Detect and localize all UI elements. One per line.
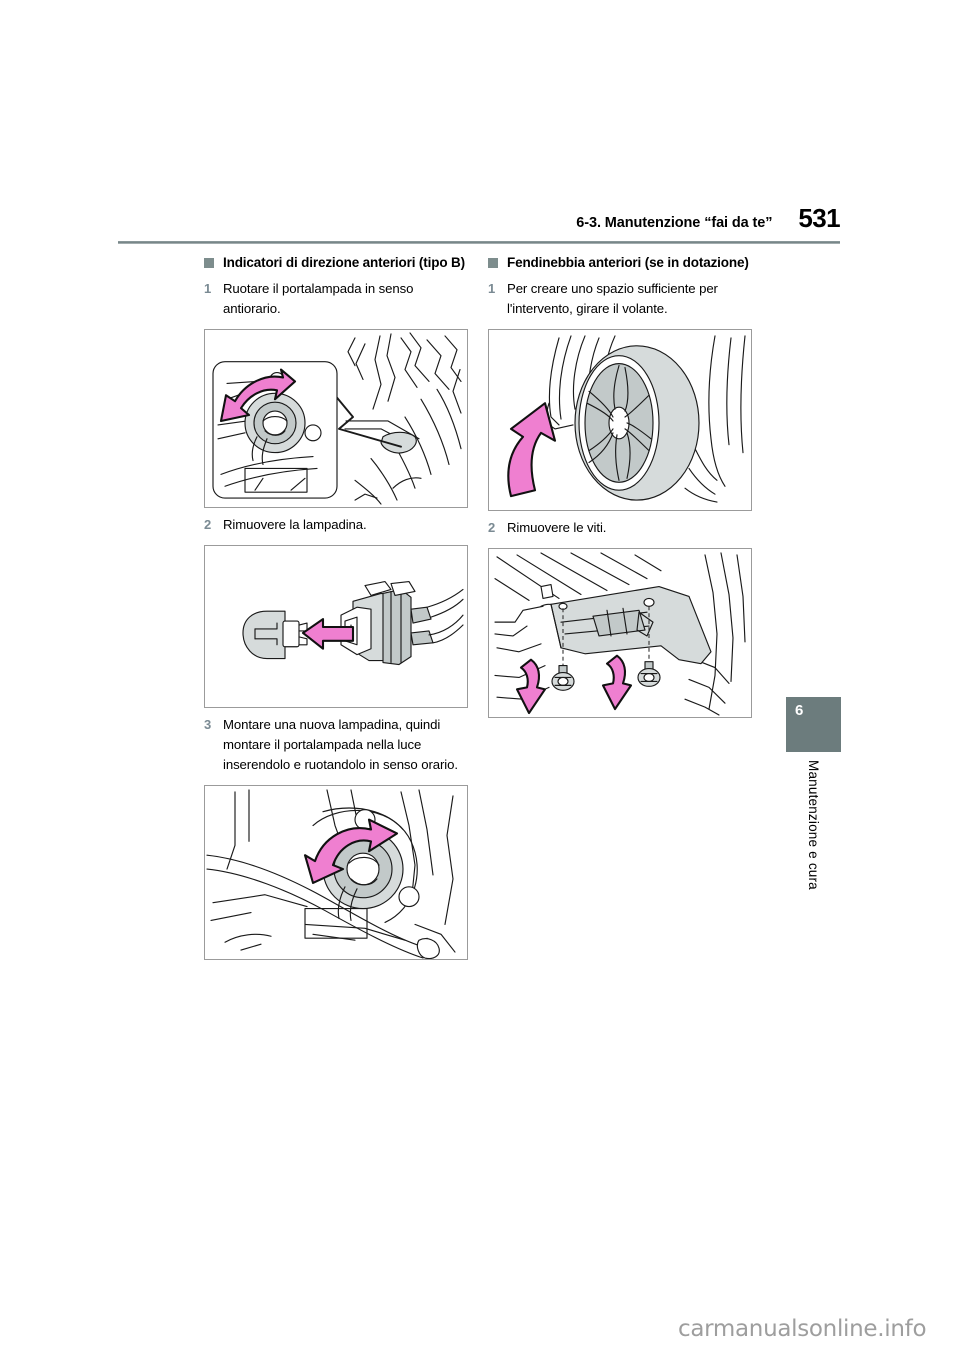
- figure-bulb-socket-rotate: [204, 329, 468, 508]
- right-step-2-number: 2: [488, 520, 496, 535]
- right-step-2: 2 Rimuovere le viti.: [488, 518, 752, 538]
- left-section-heading: Indicatori di direzione anteriori (tipo …: [204, 253, 468, 272]
- left-step-2: 2 Rimuovere la lampadina.: [204, 515, 468, 535]
- left-step-2-text: Rimuovere la lampadina.: [223, 517, 367, 532]
- right-step-2-text: Rimuovere le viti.: [507, 520, 607, 535]
- page-number: 531: [798, 203, 840, 233]
- right-section-heading-text: Fendinebbia anteriori (se in dotazione): [507, 255, 749, 270]
- page-header: 6-3. Manutenzione “fai da te” 531: [118, 205, 840, 241]
- left-column: Indicatori di direzione anteriori (tipo …: [204, 253, 468, 960]
- right-step-1: 1 Per creare uno spazio sufficiente per …: [488, 279, 752, 319]
- left-step-1: 1 Ruotare il portalampada in senso antio…: [204, 279, 468, 319]
- figure-bulb-removal: [204, 545, 468, 708]
- square-bullet-icon: [488, 258, 498, 268]
- chapter-tab-number: 6: [795, 702, 804, 719]
- header-section-title: 6-3. Manutenzione “fai da te”: [576, 215, 773, 231]
- right-step-1-text: Per creare uno spazio sufficiente per l'…: [507, 281, 718, 316]
- header-divider: [118, 241, 840, 244]
- left-step-3-text: Montare una nuova lampadina, quindi mont…: [223, 717, 458, 772]
- figure-wheel-turn: [488, 329, 752, 511]
- left-step-3-number: 3: [204, 717, 212, 732]
- left-step-2-number: 2: [204, 517, 212, 532]
- left-step-1-number: 1: [204, 281, 212, 296]
- chapter-label: Manutenzione e cura: [786, 760, 841, 950]
- square-bullet-icon: [204, 258, 214, 268]
- chapter-label-text: Manutenzione e cura: [806, 760, 821, 890]
- figure-bulb-install-rotate: [204, 785, 468, 960]
- figure-remove-screws: [488, 548, 752, 718]
- right-step-1-number: 1: [488, 281, 496, 296]
- left-section-heading-text: Indicatori di direzione anteriori (tipo …: [223, 255, 465, 270]
- right-section-heading: Fendinebbia anteriori (se in dotazione): [488, 253, 752, 272]
- chapter-tab: 6: [786, 697, 841, 752]
- watermark: carmanualsonline.info: [678, 1316, 927, 1342]
- left-step-3: 3 Montare una nuova lampadina, quindi mo…: [204, 715, 468, 775]
- right-column: Fendinebbia anteriori (se in dotazione) …: [488, 253, 752, 718]
- left-step-1-text: Ruotare il portalampada in senso antiora…: [223, 281, 414, 316]
